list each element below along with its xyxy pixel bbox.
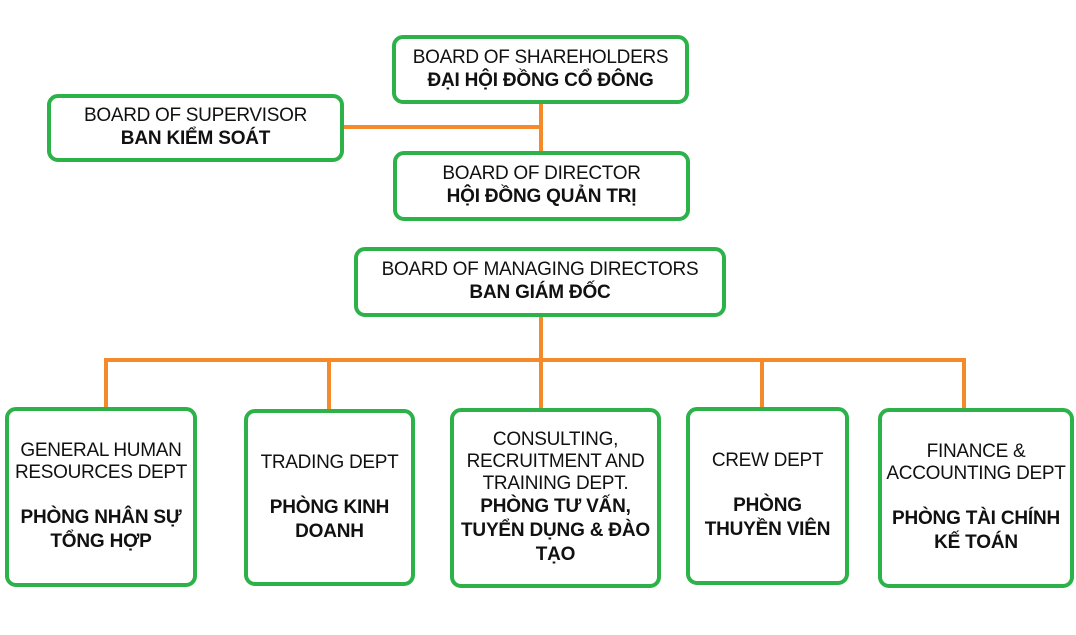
- dept-title-en-line: ACCOUNTING DEPT: [886, 463, 1066, 484]
- connector-dept-2: [327, 358, 331, 411]
- connector-dept-5: [962, 358, 966, 410]
- dept-finance-accounting: FINANCE &ACCOUNTING DEPT PHÒNG TÀI CHÍNH K…: [878, 408, 1074, 588]
- dept-title-en: FINANCE &ACCOUNTING DEPT: [884, 441, 1067, 485]
- dept-title-vi-line: PHÒNG NHÂN SỰ: [20, 507, 182, 528]
- spacer: [884, 485, 1067, 507]
- dept-title-vi: PHÒNG NHÂN SỰ TỔNG HỢP: [13, 506, 189, 554]
- dept-title-vi-line: PHÒNG TÀI CHÍNH: [891, 508, 1060, 529]
- connector-managing-down: [539, 314, 543, 360]
- node-board-of-managing-directors: BOARD OF MANAGING DIRECTORS BAN GIÁM ĐỐC: [354, 247, 726, 317]
- node-title-en: BOARD OF SUPERVISOR: [83, 105, 308, 126]
- dept-title-en: TRADING DEPT: [259, 452, 401, 474]
- dept-title-vi-line: TUYỂN DỤNG & ĐÀO: [461, 520, 650, 541]
- dept-title-en-line: TRADING DEPT: [260, 451, 399, 473]
- dept-title-en-line: TRAINING DEPT.: [482, 473, 629, 494]
- node-board-of-shareholders: BOARD OF SHAREHOLDERS ĐẠI HỘI ĐỒNG CỔ ĐÔ…: [392, 35, 689, 104]
- dept-title-vi-line: KẾ TOÁN: [934, 532, 1018, 553]
- node-board-of-supervisor: BOARD OF SUPERVISOR BAN KIỂM SOÁT: [47, 94, 344, 162]
- spacer: [259, 474, 401, 496]
- node-title-en: BOARD OF MANAGING DIRECTORS: [381, 259, 699, 280]
- dept-title-vi: PHÒNG THUYỀN VIÊN: [703, 494, 833, 542]
- dept-title-vi-line: TỔNG HỢP: [50, 531, 152, 552]
- node-title-en: BOARD OF DIRECTOR: [442, 163, 641, 184]
- dept-title-vi: PHÒNG TƯ VẤN, TUYỂN DỤNG & ĐÀO TẠO: [459, 495, 652, 567]
- node-title-vi: ĐẠI HỘI ĐỒNG CỔ ĐÔNG: [427, 69, 654, 91]
- dept-title-vi-line: TẠO: [535, 544, 576, 565]
- dept-title-en-line: CREW DEPT: [711, 450, 824, 471]
- dept-title-en: CREW DEPT: [703, 450, 833, 472]
- connector-dept-4: [760, 358, 764, 409]
- node-title-en: BOARD OF SHAREHOLDERS: [412, 46, 669, 68]
- node-title-vi: BAN GIÁM ĐỐC: [469, 282, 611, 303]
- dept-title-en-line: GENERAL HUMAN: [20, 440, 182, 461]
- dept-title-vi-line: PHÒNG: [733, 495, 802, 516]
- dept-title-vi-line: PHÒNG KINH: [269, 496, 390, 518]
- node-board-of-director: BOARD OF DIRECTOR HỘI ĐỒNG QUẢN TRỊ: [393, 151, 690, 221]
- connector-supervisor: [341, 125, 543, 129]
- dept-title-vi-line: PHÒNG TƯ VẤN,: [480, 496, 631, 517]
- connector-dept-bus: [104, 358, 966, 362]
- connector-dept-3: [539, 358, 543, 410]
- dept-title-vi-line: DOANH: [295, 520, 364, 542]
- dept-label: FINANCE &ACCOUNTING DEPT PHÒNG TÀI CHÍNH K…: [884, 441, 1067, 555]
- dept-title-en-line: FINANCE &: [926, 441, 1026, 462]
- dept-title-vi: PHÒNG TÀI CHÍNH KẾ TOÁN: [884, 507, 1067, 555]
- dept-label: CREW DEPT PHÒNG THUYỀN VIÊN: [703, 450, 833, 542]
- connector-dept-1: [104, 358, 108, 409]
- dept-crew: CREW DEPT PHÒNG THUYỀN VIÊN: [686, 407, 849, 585]
- spacer: [13, 484, 189, 506]
- dept-title-en-line: RECRUITMENT AND: [466, 451, 645, 472]
- dept-title-en-line: CONSULTING,: [492, 429, 619, 450]
- dept-title-vi-line: THUYỀN VIÊN: [704, 519, 831, 540]
- dept-title-en-line: RESOURCES DEPT: [14, 462, 188, 483]
- node-title-vi: BAN KIỂM SOÁT: [120, 128, 271, 149]
- node-title-vi: HỘI ĐỒNG QUẢN TRỊ: [446, 186, 637, 207]
- spacer: [703, 472, 833, 494]
